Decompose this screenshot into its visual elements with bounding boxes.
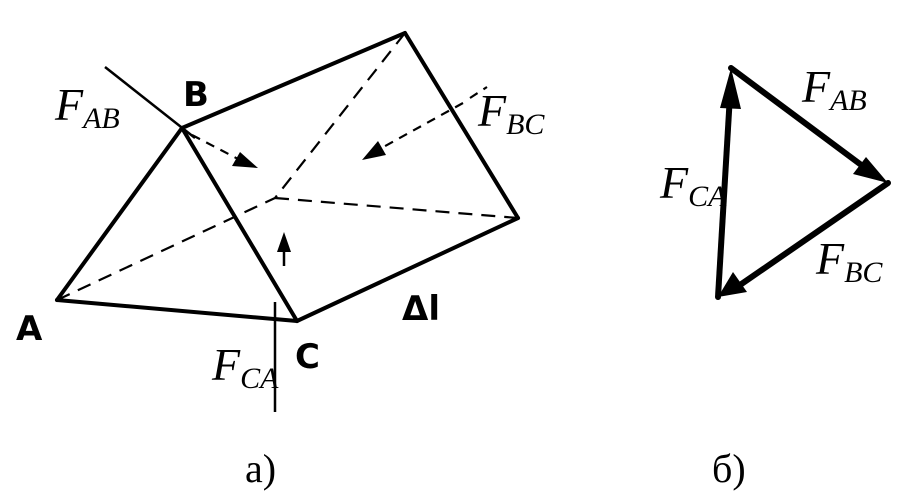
force-label-ab-a: FAB — [54, 79, 120, 135]
force-label-ab-b: FAB — [801, 61, 867, 117]
caption-a: а) — [245, 446, 276, 491]
vertex-label-a: A — [16, 309, 43, 349]
force-label-bc-b: FBC — [815, 233, 883, 289]
edge-b-top — [180, 31, 407, 130]
edge-b-c — [180, 126, 299, 323]
force-arrow-ab — [191, 134, 258, 168]
hidden-edge-a-back — [56, 197, 276, 301]
edge-c-right — [295, 216, 520, 323]
caption-b: б) — [712, 446, 746, 491]
vector-bc — [718, 180, 891, 297]
prism-diagram-a: A B C Δl FAB FBC FCA а) — [16, 31, 545, 491]
hidden-edge-back-c2 — [274, 196, 519, 220]
force-label-bc-a: FBC — [477, 85, 545, 141]
hidden-edge-b2-back — [274, 32, 406, 199]
vector-ca — [715, 68, 741, 300]
length-label: Δl — [402, 289, 440, 329]
section-line-ab — [104, 66, 196, 139]
edge-a-c — [55, 298, 299, 323]
edge-a-b — [55, 126, 184, 302]
force-triangle-b: FAB FCA FBC б) — [659, 61, 891, 491]
vector-ab — [728, 65, 888, 183]
section-line-bc-start — [469, 86, 488, 99]
force-label-ca-a: FCA — [211, 339, 279, 395]
edge-top-right — [403, 31, 520, 220]
force-arrow-ca — [277, 232, 291, 266]
vertex-label-b: B — [183, 75, 209, 115]
vertex-label-c: C — [295, 337, 320, 377]
force-arrow-bc — [362, 102, 464, 160]
force-label-ca-b: FCA — [659, 157, 727, 213]
